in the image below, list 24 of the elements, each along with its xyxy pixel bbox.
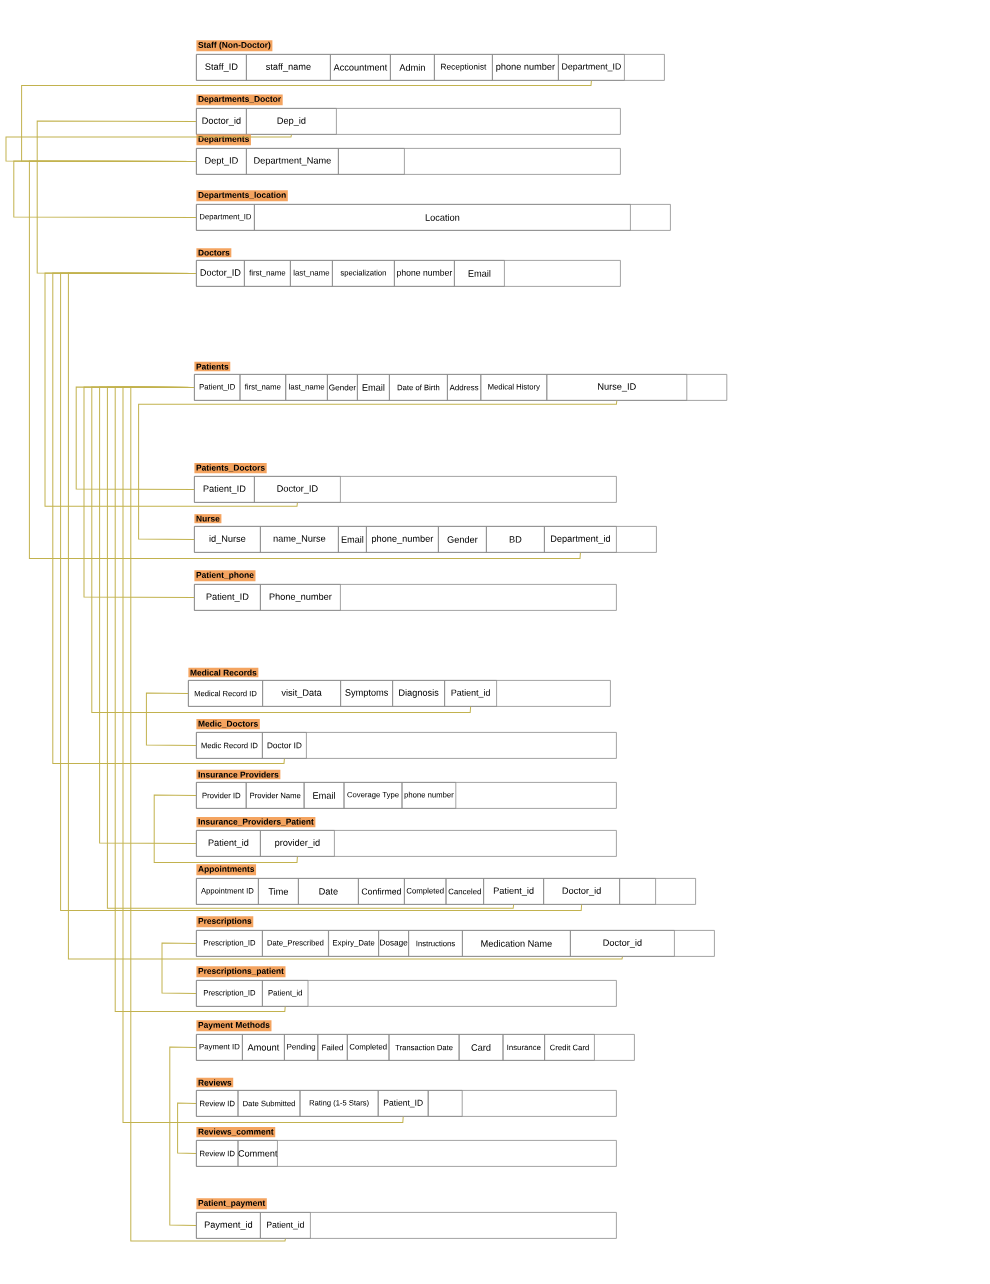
- connector-line: [114, 386, 286, 1012]
- connector-line: [13, 160, 197, 218]
- connector-line: [138, 400, 618, 540]
- connector-line: [130, 386, 286, 1242]
- connector-line: [145, 692, 197, 746]
- connector-line: [161, 942, 197, 994]
- connector-line: [36, 120, 197, 274]
- connector-line: [177, 1102, 197, 1154]
- connector-line: [52, 272, 285, 764]
- connector-line: [153, 794, 298, 864]
- connector-line: [44, 272, 298, 507]
- empty-cell: [338, 148, 405, 175]
- connector-line: [21, 80, 592, 162]
- connector-line: [5, 134, 292, 162]
- connector-line: [106, 386, 515, 909]
- connector-line: [28, 160, 581, 560]
- connector-line: [99, 386, 197, 844]
- connector-line: [83, 386, 195, 598]
- connector-line: [75, 386, 195, 490]
- empty-cell: [427, 1090, 463, 1117]
- empty-cell: [619, 878, 656, 905]
- connector-line: [169, 1046, 197, 1226]
- connector-line: [91, 386, 472, 714]
- connector-line: [122, 386, 404, 1124]
